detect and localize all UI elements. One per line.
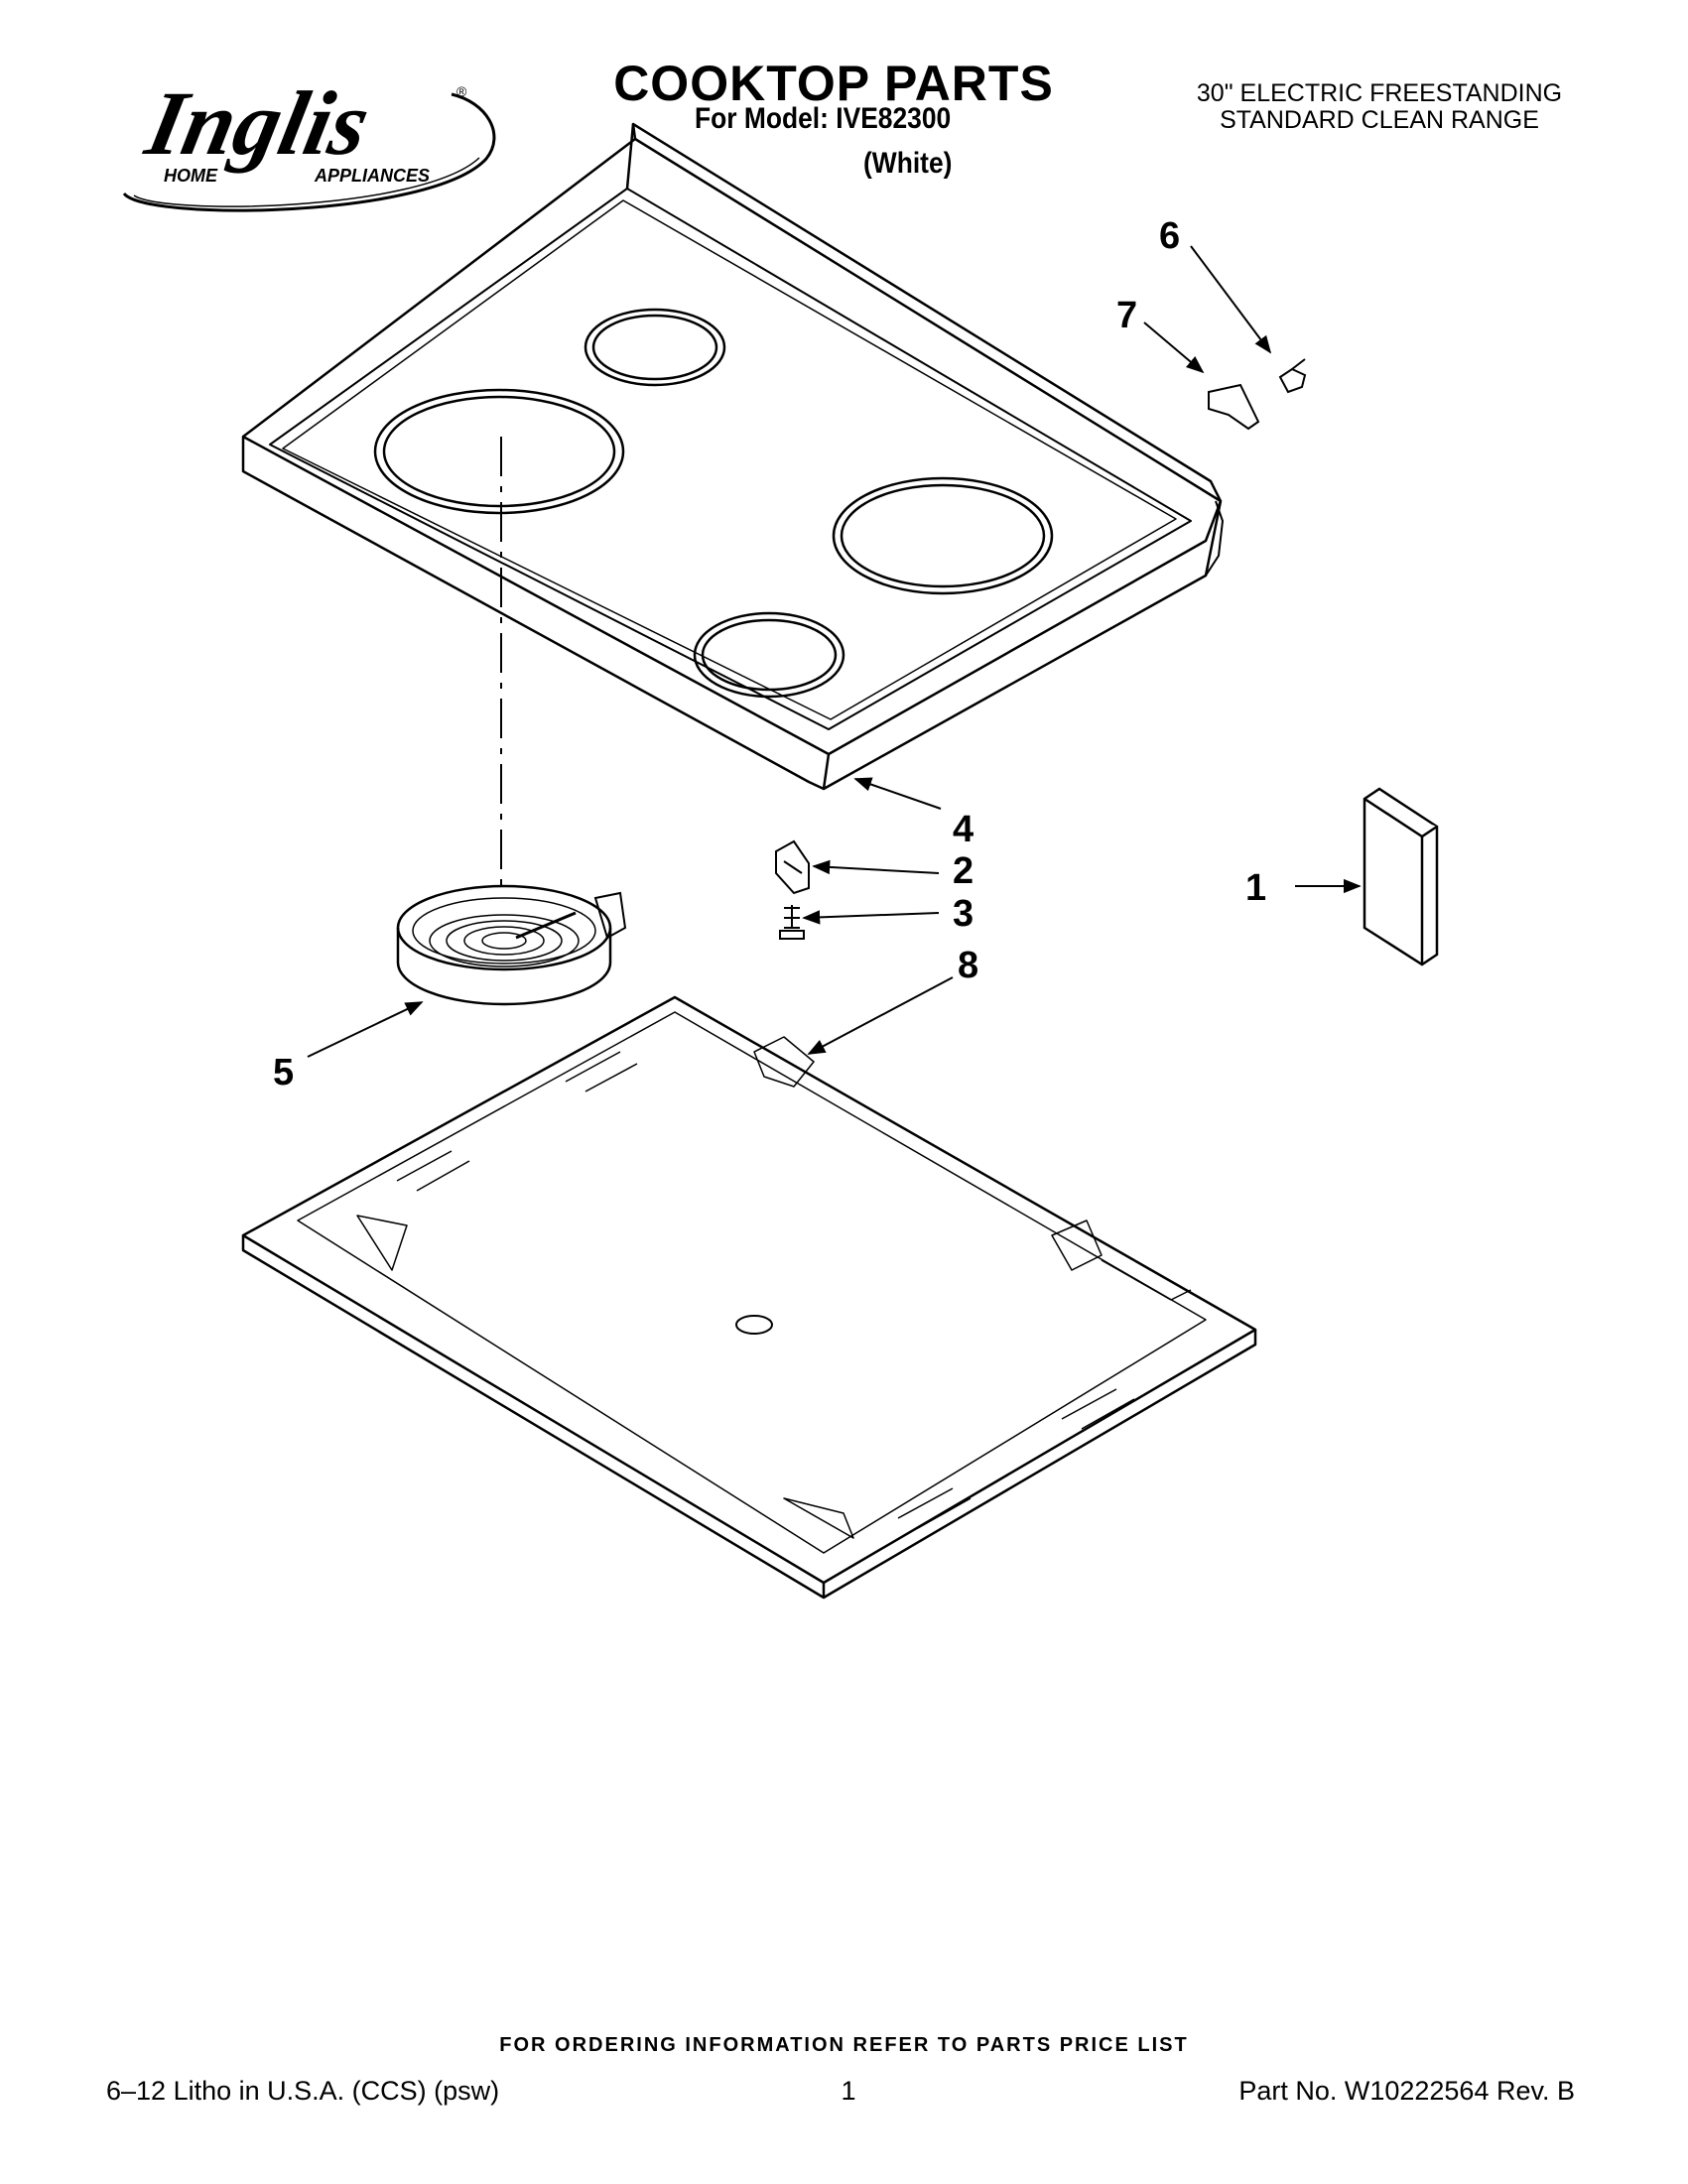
leader-arrow-2	[812, 859, 940, 875]
hinge-screw	[779, 905, 805, 940]
product-description-line-1: 30" ELECTRIC FREESTANDING	[1196, 79, 1563, 107]
cooktop-hinge-clip	[775, 839, 810, 895]
callout-1: 1	[1245, 867, 1266, 909]
page-number: 1	[841, 2076, 856, 2106]
svg-text:®: ®	[456, 83, 467, 99]
callout-7: 7	[1116, 295, 1137, 336]
brand-tagline-appliances: APPLIANCES	[314, 166, 430, 186]
leader-arrow-4	[853, 777, 942, 810]
part-number: Part No. W10222564 Rev. B	[1238, 2076, 1575, 2106]
model-color: (White)	[863, 147, 953, 180]
product-description-line-2: STANDARD CLEAN RANGE	[1220, 106, 1539, 134]
burner-ring-rear-left	[584, 308, 726, 387]
leader-arrow-5	[307, 1001, 424, 1058]
radiant-surface-element	[396, 884, 627, 1006]
burner-ring-rear-right	[832, 476, 1054, 595]
callout-3: 3	[953, 893, 974, 935]
callout-8: 8	[958, 945, 978, 986]
litho-info: 6–12 Litho in U.S.A. (CCS) (psw)	[106, 2076, 500, 2106]
cooktop-exploded-diagram: 6 7 4 2 3 1 8 5	[241, 122, 1439, 1600]
burner-ring-front-right	[693, 611, 845, 699]
side-trim-bracket	[1208, 383, 1260, 431]
ordering-information-note: FOR ORDERING INFORMATION REFER TO PARTS …	[499, 2034, 1189, 2056]
insulation-pad	[1363, 787, 1439, 966]
callout-5: 5	[273, 1052, 294, 1093]
callout-2: 2	[953, 850, 974, 892]
leader-arrow-6	[1190, 245, 1272, 354]
burner-ring-front-left	[373, 388, 625, 515]
leader-arrow-3	[802, 910, 940, 925]
brand-tagline-home: HOME	[164, 166, 218, 186]
main-top-frame	[241, 995, 1257, 1600]
callout-4: 4	[953, 809, 974, 850]
leader-arrow-7	[1143, 321, 1205, 374]
inglis-logo: Inglis ® HOME APPLIANCES	[122, 73, 496, 212]
page-title: COOKTOP PARTS	[613, 56, 1054, 111]
model-number: For Model: IVE82300	[695, 102, 952, 135]
cooktop-glass-top	[241, 122, 1224, 791]
side-trim-screw	[1278, 358, 1307, 394]
callout-6: 6	[1159, 215, 1180, 257]
leader-arrow-8	[807, 976, 954, 1055]
brand-wordmark: Inglis	[137, 73, 377, 175]
